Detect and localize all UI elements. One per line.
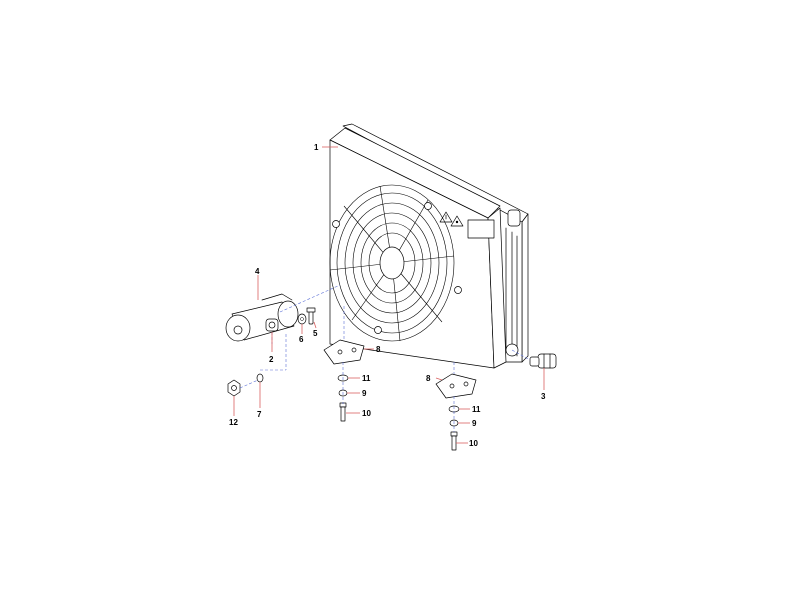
connector-part-2 (265, 318, 279, 332)
callout-9-left: 9 (362, 389, 367, 398)
callout-7: 7 (257, 410, 262, 419)
callout-11-left: 11 (362, 374, 371, 383)
guard-mount-tab (454, 286, 462, 294)
core-fins (505, 227, 518, 357)
callout-10-right: 10 (469, 439, 478, 448)
data-plate (467, 219, 495, 239)
fan-hub (379, 246, 405, 280)
warning-triangle-icon (439, 211, 453, 223)
callout-9-right: 9 (472, 419, 477, 428)
center-line (511, 349, 531, 361)
radiator-side-rail (521, 213, 529, 363)
callout-6: 6 (299, 335, 304, 344)
fan-guard (329, 184, 462, 342)
callout-5: 5 (313, 329, 318, 338)
callout-3: 3 (541, 392, 546, 401)
callout-8-right: 8 (426, 374, 431, 383)
callout-4: 4 (255, 267, 260, 276)
center-lines (239, 284, 455, 432)
washer-part-7 (256, 373, 264, 383)
radiator-assembly (329, 123, 529, 369)
filter-canister-part-4 (225, 293, 299, 342)
callout-10-left: 10 (362, 409, 371, 418)
bolt-part-10-right (450, 431, 458, 451)
guard-mount-tab (374, 326, 382, 334)
leader-lines (233, 146, 545, 444)
hand-caution-icon (450, 215, 464, 227)
mount-pad-part-8-right (435, 373, 477, 399)
nut-part-12 (227, 379, 241, 397)
callout-8-left: 8 (376, 345, 381, 354)
bolt-part-5 (306, 307, 316, 325)
callout-1: 1 (314, 143, 319, 152)
callout-2: 2 (269, 355, 274, 364)
mount-pad-part-8-left (323, 339, 365, 365)
callout-12: 12 (229, 418, 238, 427)
washer-part-6 (297, 313, 307, 325)
upper-port (507, 209, 521, 227)
bolt-part-10-left (339, 402, 347, 422)
guard-mount-tab (332, 220, 340, 228)
fitting-part-3 (529, 353, 557, 369)
radiator-right-face (487, 207, 507, 369)
guard-mount-tab (424, 202, 432, 210)
callout-11-right: 11 (472, 405, 481, 414)
